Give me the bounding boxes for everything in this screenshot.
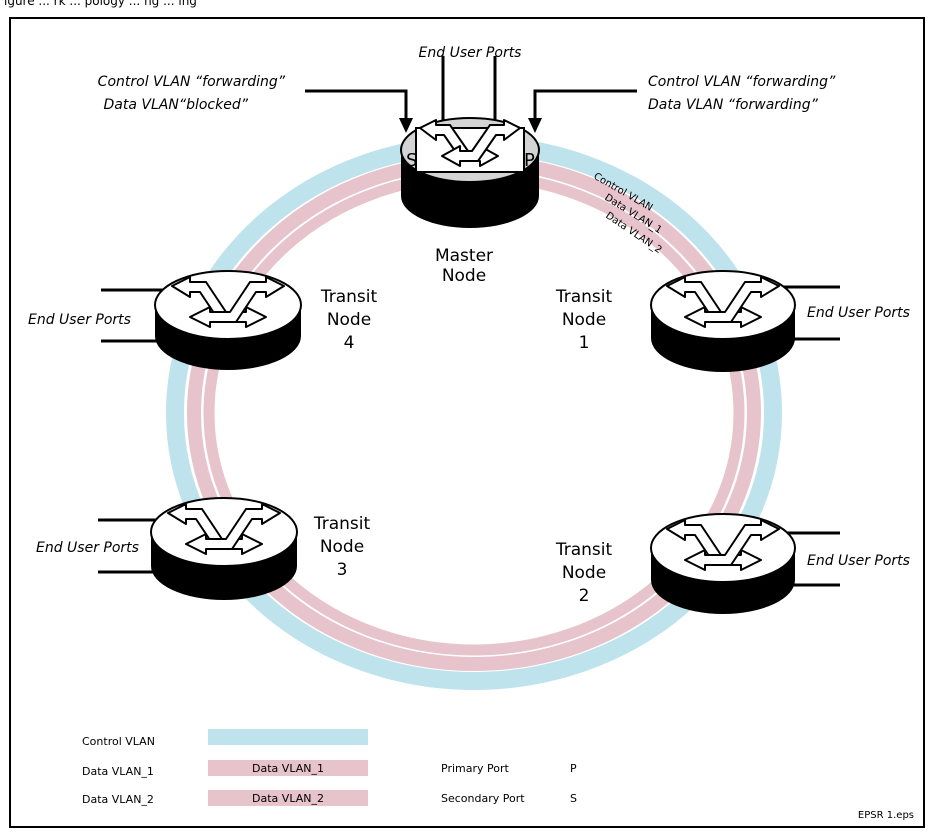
- legend-primary-key: P: [570, 762, 577, 775]
- legend-data2-bar-text: Data VLAN_2: [252, 792, 324, 805]
- legend-control-label: Control VLAN: [82, 735, 155, 748]
- legend-data1-label: Data VLAN_1: [82, 765, 154, 778]
- node1-end-user-ports: End User Ports: [807, 305, 910, 321]
- transit-node-4: [101, 270, 302, 370]
- legend-data2-label: Data VLAN_2: [82, 793, 154, 806]
- transit-node-1: [650, 270, 840, 372]
- legend-secondary-label: Secondary Port: [441, 792, 525, 805]
- node4-label-2: Node: [327, 310, 371, 330]
- node4-label-3: 4: [344, 333, 355, 353]
- file-name: EPSR 1.eps: [858, 810, 914, 821]
- node3-label-1: Transit: [313, 514, 371, 534]
- diagram-frame: [9, 17, 925, 828]
- node4-end-user-ports: End User Ports: [28, 312, 131, 328]
- node4-label-1: Transit: [320, 287, 378, 307]
- node3-label-2: Node: [320, 537, 364, 557]
- node2-end-user-ports: End User Ports: [807, 553, 910, 569]
- master-label-2: Node: [442, 266, 486, 286]
- master-switch-icon: [419, 119, 521, 167]
- switch-icon: [666, 519, 780, 571]
- master-label-1: Master: [435, 246, 493, 266]
- legend-secondary-key: S: [570, 792, 577, 805]
- node1-label-1: Transit: [555, 287, 613, 307]
- transit-node-2: [650, 513, 840, 614]
- legend-control-swatch: [208, 729, 368, 745]
- primary-state-control: Control VLAN “forwarding”: [648, 74, 836, 90]
- master-node: S P: [400, 117, 540, 228]
- master-end-user-ports: End User Ports: [419, 45, 522, 61]
- legend: Control VLAN Data VLAN_1 Data VLAN_1 Dat…: [82, 729, 577, 806]
- master-port-s: S: [406, 150, 417, 171]
- legend-data1-bar-text: Data VLAN_1: [252, 762, 324, 775]
- node1-label-2: Node: [562, 310, 606, 330]
- node2-label-3: 2: [579, 586, 590, 606]
- legend-data2-swatch: [208, 790, 368, 806]
- node3-label-3: 3: [337, 560, 348, 580]
- node2-label-2: Node: [562, 563, 606, 583]
- legend-primary-label: Primary Port: [441, 762, 509, 775]
- switch-icon: [666, 276, 780, 328]
- master-port-p: P: [524, 150, 535, 171]
- node2-label-1: Transit: [555, 540, 613, 560]
- primary-state-data: Data VLAN “forwarding”: [648, 97, 819, 113]
- node3-end-user-ports: End User Ports: [36, 540, 139, 556]
- switch-icon: [171, 276, 285, 328]
- header-fragment: igure ... rk ... pology ... ng ... ing: [4, 0, 197, 8]
- legend-data1-swatch: [208, 760, 368, 776]
- node1-label-3: 1: [579, 333, 590, 353]
- switch-icon: [167, 503, 281, 555]
- transit-node-3: [98, 497, 298, 600]
- secondary-state-data: Data VLAN“blocked”: [104, 97, 249, 113]
- master-port-lines: [305, 56, 637, 133]
- secondary-state-control: Control VLAN “forwarding”: [98, 74, 286, 90]
